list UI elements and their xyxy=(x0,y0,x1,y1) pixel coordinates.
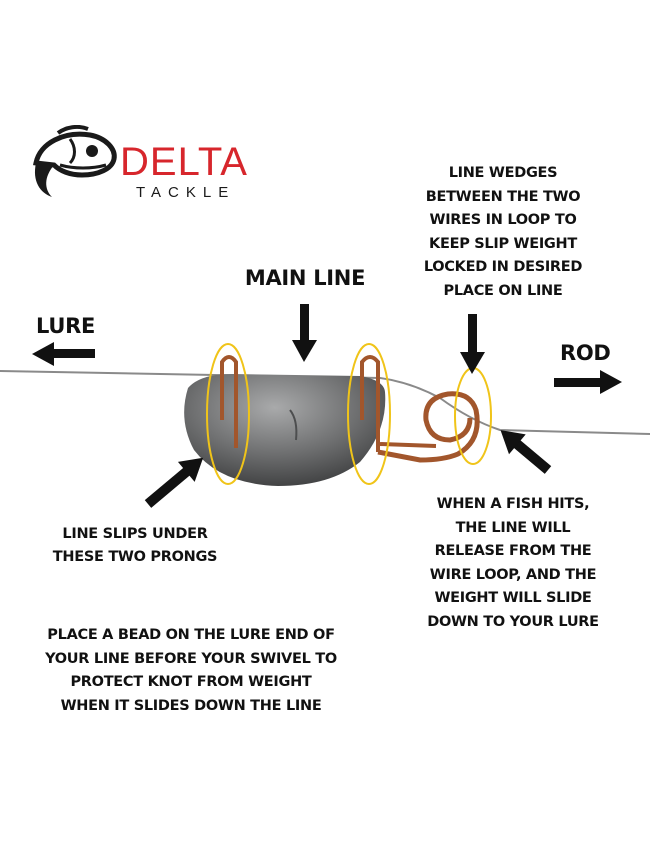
lure-arrow-icon xyxy=(32,342,95,366)
rod-label: ROD xyxy=(560,341,611,365)
loop-highlight xyxy=(454,367,492,465)
wire-loop xyxy=(377,391,480,463)
left-prong-highlight xyxy=(206,343,250,485)
bead-note: PLACE A BEAD ON THE LURE END OF YOUR LIN… xyxy=(45,627,337,714)
main-line-label: MAIN LINE xyxy=(244,266,366,290)
release-arrow-icon xyxy=(500,430,552,474)
rod-arrow-icon xyxy=(554,370,622,394)
lure-label: LURE xyxy=(36,314,96,338)
prongs-note: LINE SLIPS UNDER THESE TWO PRONGS xyxy=(52,526,218,565)
right-prong-highlight xyxy=(347,343,391,485)
fish-logo-icon xyxy=(33,125,117,197)
left-wire-prong xyxy=(220,355,238,448)
wedge-note: LINE WEDGES BETWEEN THE TWO WIRES IN LOO… xyxy=(423,165,583,299)
release-note: WHEN A FISH HITS, THE LINE WILL RELEASE … xyxy=(427,496,599,630)
main-line-arrow-icon xyxy=(292,304,317,362)
prongs-arrow-icon xyxy=(144,457,204,508)
brand-subtitle: TACKLE xyxy=(136,184,236,201)
wedge-arrow-icon xyxy=(460,314,485,374)
right-wire-prong xyxy=(360,355,380,452)
brand-name: DELTA xyxy=(120,140,248,184)
